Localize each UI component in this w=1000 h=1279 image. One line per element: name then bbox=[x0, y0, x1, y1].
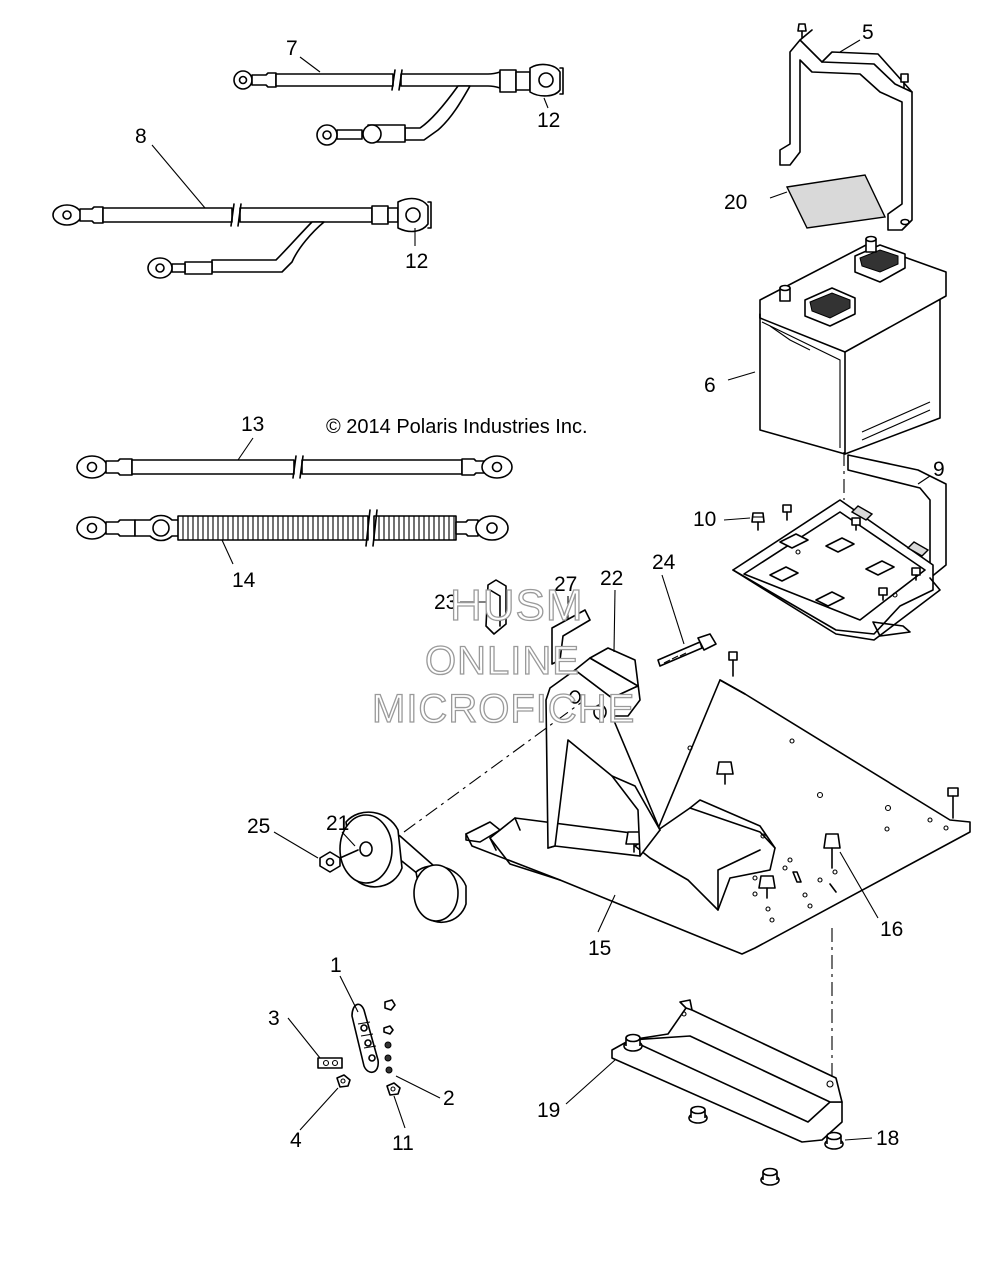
alignment-lines bbox=[403, 452, 845, 1080]
part-2-nuts bbox=[383, 999, 396, 1074]
watermark-line-1: HUSM bbox=[450, 581, 584, 630]
copyright-text: © 2014 Polaris Industries Inc. bbox=[326, 416, 588, 438]
part-14-corrugated-cable bbox=[76, 509, 509, 547]
callout-7: 7 bbox=[286, 37, 298, 60]
callout-20: 20 bbox=[724, 191, 747, 214]
leader-lines bbox=[151, 39, 931, 1141]
part-13-cable bbox=[76, 455, 513, 479]
part-22-upright-bracket bbox=[545, 647, 661, 857]
part-27-strap bbox=[551, 609, 591, 665]
callout-1: 1 bbox=[330, 954, 342, 977]
callout-2: 2 bbox=[443, 1087, 455, 1110]
part-8-battery-cable bbox=[52, 197, 432, 279]
callout-14: 14 bbox=[232, 569, 256, 592]
part-20-pad bbox=[785, 174, 887, 229]
callout-5: 5 bbox=[862, 21, 874, 44]
callout-21: 21 bbox=[326, 812, 349, 835]
part-23-clip bbox=[485, 579, 507, 635]
callout-12-upper: 12 bbox=[537, 109, 560, 132]
part-25-nut bbox=[319, 851, 341, 873]
part-6-battery bbox=[759, 235, 947, 455]
watermark: HUSM ONLINE MICROFICHE bbox=[371, 580, 635, 731]
part-10-fastener bbox=[751, 512, 765, 531]
callout-23: 23 bbox=[434, 591, 457, 614]
part-3-link bbox=[317, 1057, 343, 1069]
callout-19: 19 bbox=[537, 1099, 560, 1122]
callout-12-lower: 12 bbox=[405, 250, 428, 273]
part-18-flange-nuts bbox=[623, 1033, 844, 1186]
callout-8: 8 bbox=[135, 125, 147, 148]
callout-13: 13 bbox=[241, 413, 264, 436]
part-1-terminal-block bbox=[351, 1003, 379, 1073]
callout-25: 25 bbox=[247, 815, 270, 838]
callout-18: 18 bbox=[876, 1127, 899, 1150]
callout-16: 16 bbox=[880, 918, 903, 941]
part-24-bolt bbox=[657, 633, 717, 667]
part-19-skid-bracket bbox=[611, 999, 843, 1143]
part-5-hold-down-strap bbox=[779, 23, 913, 231]
corrugation-ribs bbox=[182, 516, 455, 540]
part-15-mounting-plate bbox=[465, 651, 971, 955]
callout-15: 15 bbox=[588, 937, 611, 960]
part-11-nut bbox=[386, 1082, 401, 1096]
watermark-line-2: ONLINE bbox=[425, 639, 580, 683]
part-21-relay bbox=[339, 811, 467, 923]
callout-24: 24 bbox=[652, 551, 676, 574]
callout-3: 3 bbox=[268, 1007, 280, 1030]
part-9-battery-tray bbox=[732, 454, 947, 641]
callout-6: 6 bbox=[704, 374, 716, 397]
callout-27: 27 bbox=[554, 573, 577, 596]
part-7-battery-cable bbox=[233, 63, 564, 146]
watermark-line-3: MICROFICHE bbox=[372, 687, 635, 731]
part-4-nut bbox=[336, 1074, 351, 1088]
callout-labels: 7 12 8 12 5 20 6 9 10 13 14 24 22 27 23 … bbox=[135, 21, 945, 1155]
callout-9: 9 bbox=[933, 458, 945, 481]
callout-10: 10 bbox=[693, 508, 716, 531]
callout-22: 22 bbox=[600, 567, 623, 590]
callout-4: 4 bbox=[290, 1129, 302, 1152]
callout-11: 11 bbox=[392, 1132, 414, 1155]
